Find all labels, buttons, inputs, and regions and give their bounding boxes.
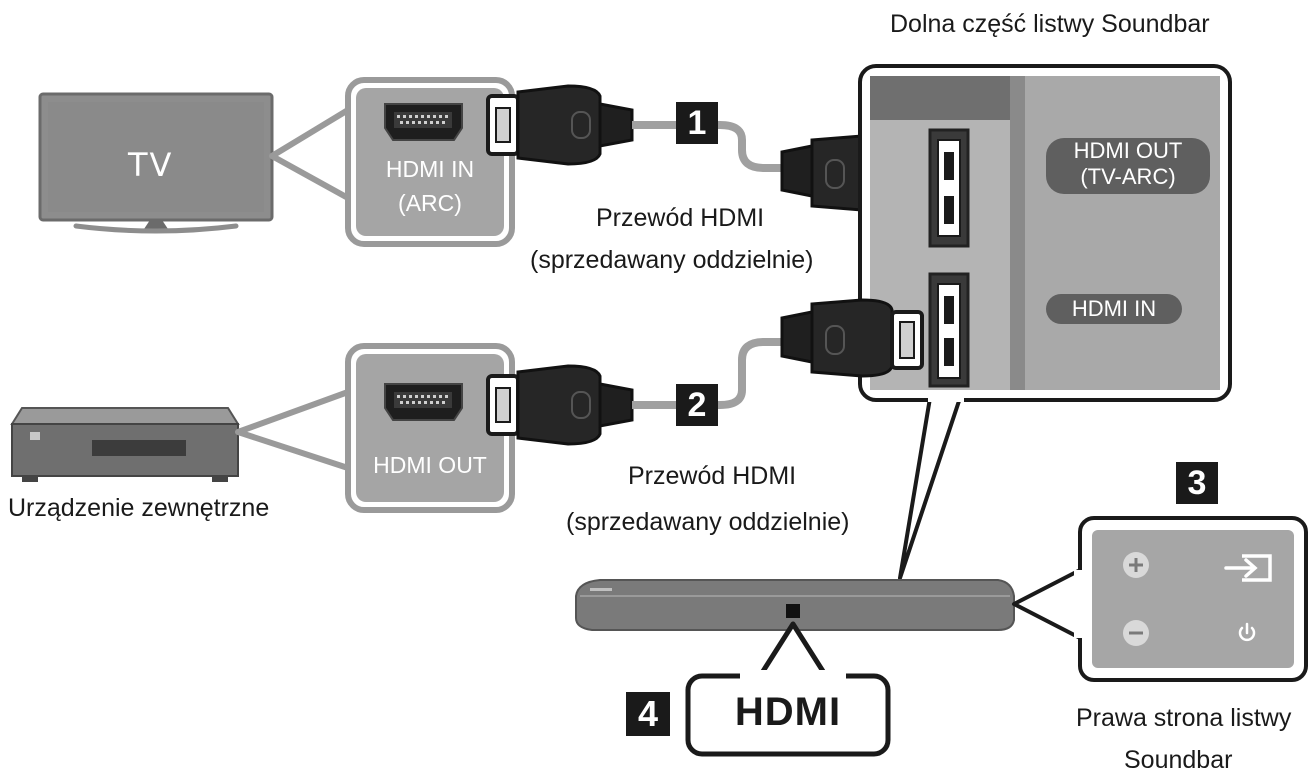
hdmi-in-port-label: HDMI IN bbox=[1071, 296, 1157, 321]
power-icon bbox=[1238, 622, 1256, 642]
cable-1-label-line2: (sprzedawany oddzielnie) bbox=[530, 246, 814, 274]
cable-1-label-line1: Przewód HDMI bbox=[596, 204, 765, 232]
step-2-badge: 2 bbox=[676, 384, 718, 426]
soundbar-icon bbox=[575, 579, 1015, 631]
front-display-text: HDMI bbox=[734, 690, 842, 734]
external-device-label: Urządzenie zewnętrzne bbox=[8, 494, 270, 522]
tv-port-label-line2: (ARC) bbox=[398, 190, 462, 216]
right-side-callout bbox=[1012, 516, 1308, 682]
soundbar-bottom-title: Dolna część listwy Soundbar bbox=[890, 10, 1210, 38]
input-source-icon bbox=[1224, 554, 1272, 582]
device-port-callout bbox=[235, 343, 515, 513]
hdmi-cable-2-icon bbox=[486, 298, 924, 446]
front-display-callout bbox=[685, 621, 891, 757]
right-side-label-line1: Prawa strona listwy bbox=[1076, 704, 1292, 732]
hdmi-out-tv-arc-label-line1: HDMI OUT bbox=[1073, 138, 1183, 163]
right-side-label-line2: Soundbar bbox=[1124, 746, 1233, 774]
external-device-icon bbox=[10, 407, 240, 482]
step-4-badge: 4 bbox=[626, 692, 670, 736]
soundbar-bottom-panel bbox=[858, 64, 1232, 580]
hdmi-out-tv-arc-label-line2: (TV-ARC) bbox=[1080, 164, 1176, 189]
tv-label: TV bbox=[128, 146, 174, 184]
step-1-badge: 1 bbox=[676, 102, 718, 144]
device-port-label: HDMI OUT bbox=[373, 452, 487, 478]
tv-port-callout bbox=[269, 77, 515, 247]
tv-icon bbox=[38, 92, 274, 234]
cable-2-label-line1: Przewód HDMI bbox=[628, 462, 797, 490]
cable-2-label-line2: (sprzedawany oddzielnie) bbox=[566, 508, 850, 536]
tv-port-label-line1: HDMI IN bbox=[385, 156, 475, 182]
step-3-badge: 3 bbox=[1176, 462, 1218, 504]
